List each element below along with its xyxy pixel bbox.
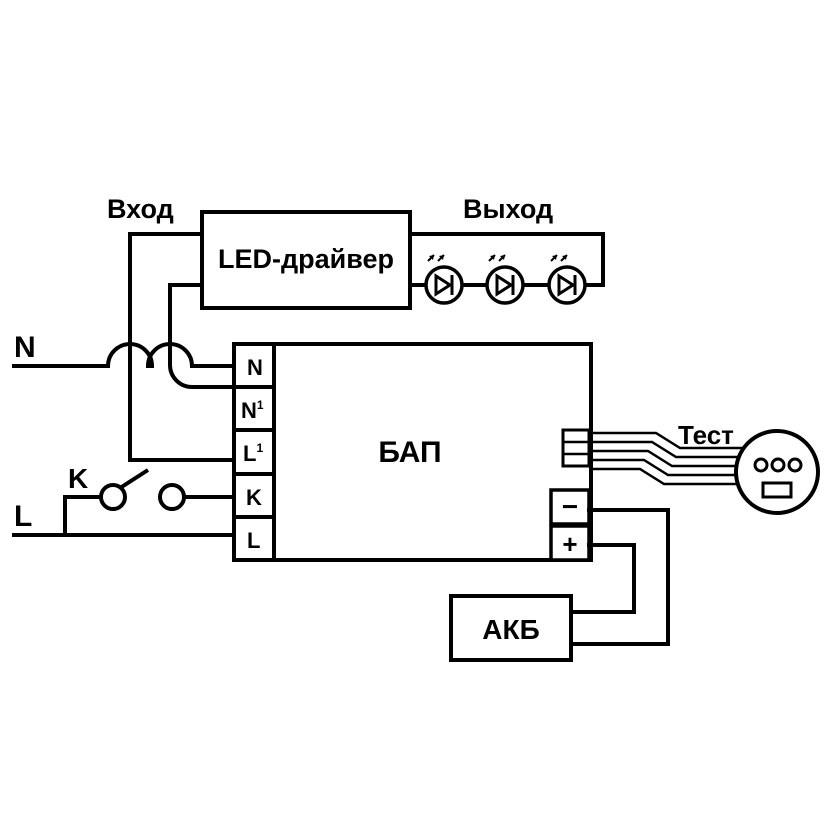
test-cable-2 (589, 440, 745, 459)
led-diode-1 (424, 254, 464, 305)
line-l-label: L (14, 500, 32, 533)
terminal-k: K (246, 485, 262, 510)
output-label: Выход (463, 194, 553, 224)
led-driver: LED-драйвер (200, 210, 412, 310)
switch-label: K (68, 463, 88, 494)
battery-wire-plus (569, 543, 636, 614)
bap-label: БАП (378, 436, 441, 469)
test-button-icon (734, 429, 820, 515)
terminal-l: L (247, 528, 260, 553)
switch-contact-left (99, 483, 127, 511)
battery-terminal-plus: + (549, 524, 591, 562)
neutral-wire (12, 342, 236, 368)
test-cable-4 (589, 458, 745, 477)
led-diode-3 (547, 254, 587, 305)
terminal-l1: L1 (243, 441, 263, 466)
svg-text:−: − (562, 491, 578, 522)
battery: АКБ (449, 594, 573, 662)
test-cable-1 (589, 431, 745, 450)
switch-lever (118, 468, 150, 490)
battery-wire-minus (569, 508, 670, 646)
line-n-label: N (14, 331, 36, 364)
battery-terminal-minus: − (549, 488, 591, 526)
led-driver-label: LED-драйвер (218, 244, 394, 274)
switch-wire (63, 495, 102, 537)
terminal-n1: N1 (241, 398, 264, 423)
test-connector (561, 428, 591, 468)
driver-input-wire-n1 (168, 283, 236, 389)
test-cable-3 (589, 449, 745, 468)
svg-text:+: + (562, 529, 577, 559)
battery-label: АКБ (482, 614, 539, 645)
driver-input-wire-l1 (128, 232, 236, 462)
led-diode-2 (485, 254, 525, 305)
test-label: Тест (678, 420, 734, 450)
bap-module: БАП (232, 342, 593, 562)
input-label: Вход (107, 194, 174, 224)
test-cable-5 (589, 467, 745, 486)
switch-contact-right (158, 483, 186, 511)
terminal-n: N (247, 355, 263, 380)
